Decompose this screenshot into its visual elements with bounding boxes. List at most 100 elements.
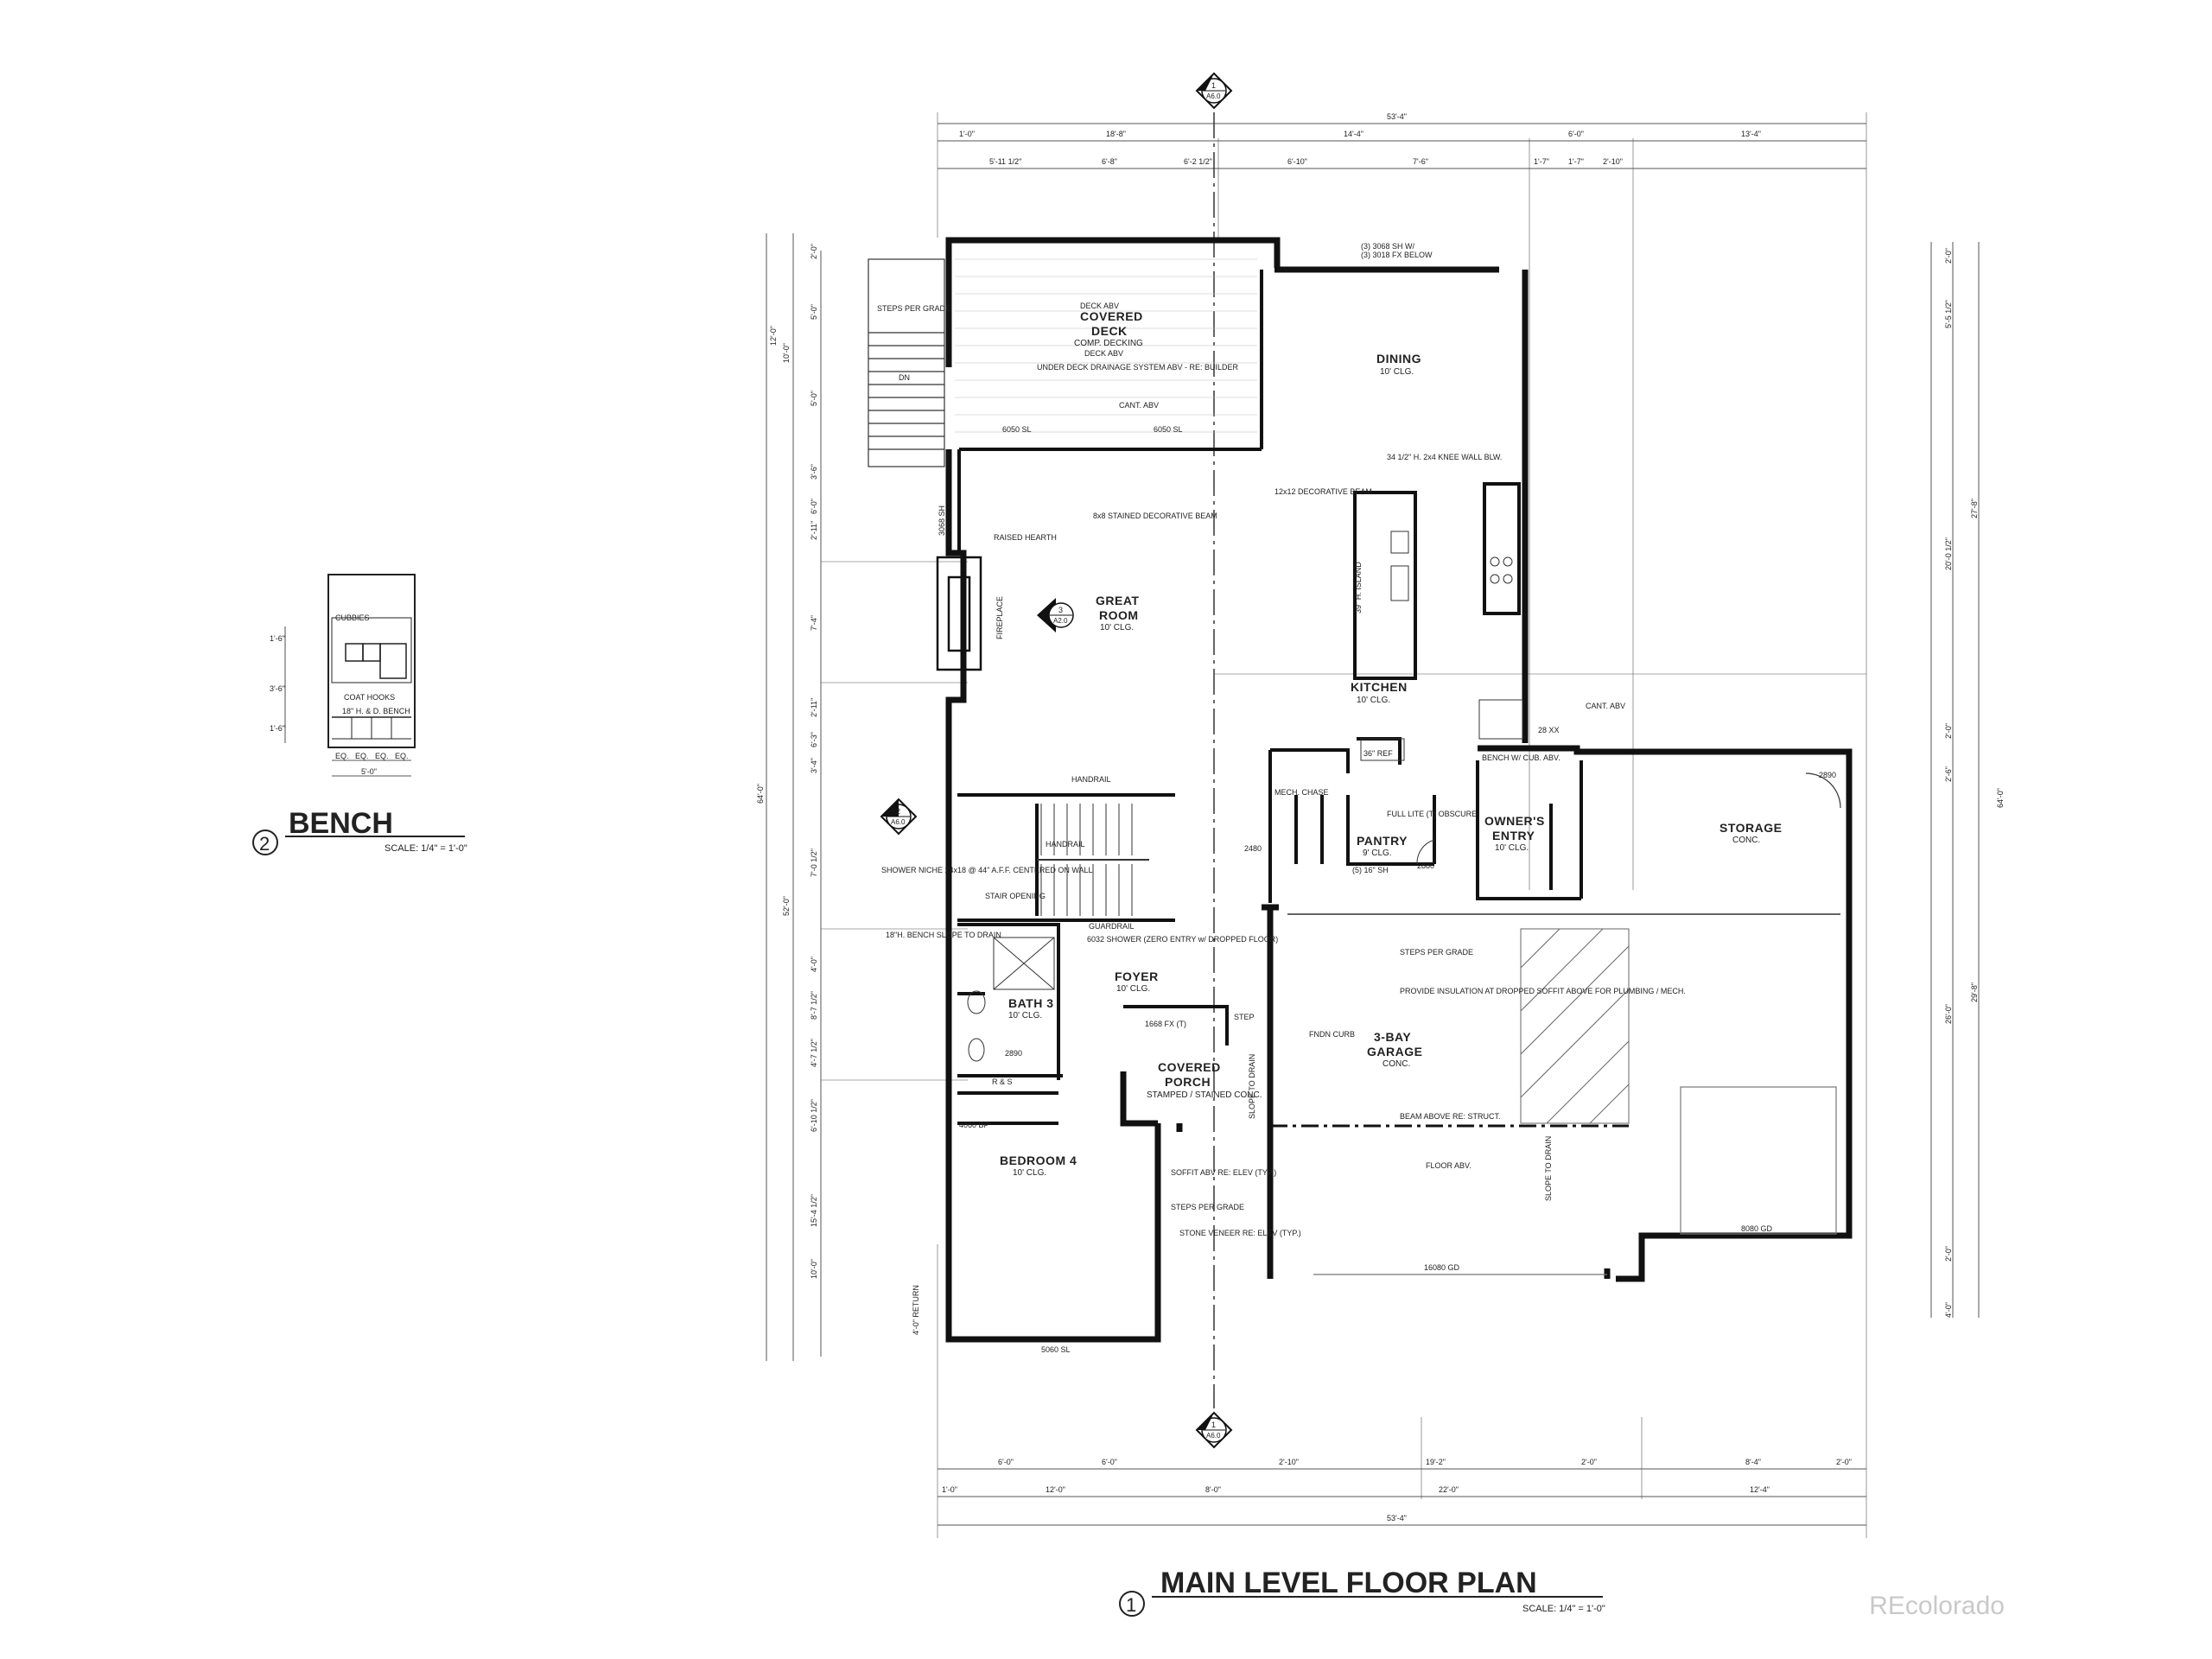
dim-bottom: 22'-0" <box>1439 1485 1459 1494</box>
note: CANT. ABV <box>1586 702 1625 710</box>
note: 2480 <box>1244 844 1262 853</box>
room-owners-entry-name: OWNER'S <box>1484 814 1545 828</box>
dim-left: 10'-0" <box>810 1259 818 1279</box>
bench-dim: 5'-0" <box>361 767 377 776</box>
section-marker-bottom: 1 A6.0 <box>1195 1411 1233 1449</box>
room-foyer-sub: 10' CLG. <box>1116 984 1150 994</box>
bench-cubbies-label: CUBBIES <box>335 613 370 622</box>
room-owners-entry-name2: ENTRY <box>1492 829 1535 842</box>
note: 39" H. ISLAND <box>1354 562 1363 613</box>
kitchen-fixtures <box>1360 531 1523 761</box>
room-pantry-name: PANTRY <box>1357 834 1408 848</box>
section-marker-interior: 3 A2.0 <box>1037 598 1074 632</box>
room-garage-name2: GARAGE <box>1367 1045 1422 1058</box>
note: 2890 <box>1005 1049 1022 1058</box>
section-marker-sheet: A6.0 <box>891 818 906 826</box>
room-covered-deck-sub: COMP. DECKING <box>1074 339 1143 348</box>
room-storage-sub: CONC. <box>1732 836 1760 845</box>
note: 4060 BP <box>959 1121 989 1129</box>
note: 4'-0" RETURN <box>912 1285 920 1335</box>
note: SHOWER NICHE 24x18 @ 44" A.F.F. CENTERED… <box>881 866 1093 874</box>
bench-title-block: 2 BENCH SCALE: 1/4" = 1'-0" <box>252 807 467 855</box>
room-kitchen-name: KITCHEN <box>1351 680 1408 694</box>
main-title-block: 1 MAIN LEVEL FLOOR PLAN SCALE: 1/4" = 1'… <box>1119 1567 1605 1617</box>
dim-top: 1'-7" <box>1534 157 1549 166</box>
main-title: MAIN LEVEL FLOOR PLAN <box>1160 1567 1537 1599</box>
note: 18"H. BENCH SLOPE TO DRAIN <box>886 931 1001 939</box>
note: PROVIDE INSULATION AT DROPPED SOFFIT ABO… <box>1400 987 1686 995</box>
dim-left: 12'-0" <box>769 326 778 346</box>
room-great-room-sub: 10' CLG. <box>1100 623 1134 632</box>
section-marker-sheet: A6.0 <box>1206 92 1221 100</box>
note: SLOPE TO DRAIN <box>1248 1054 1256 1119</box>
note: 2890 <box>1819 771 1836 779</box>
note: (3) 3018 FX BELOW <box>1361 251 1433 259</box>
room-covered-deck-name: COVERED <box>1080 309 1143 323</box>
interior-walls <box>957 270 1583 1125</box>
dim-bottom: 2'-0" <box>1581 1458 1597 1466</box>
room-covered-porch-name: COVERED <box>1158 1060 1221 1074</box>
dim-left: 7'-0 1/2" <box>810 849 818 877</box>
note: BEAM ABOVE RE: STRUCT. <box>1400 1112 1501 1121</box>
bench-dim: 1'-6" <box>270 724 285 733</box>
note: R & S <box>992 1077 1013 1086</box>
dim-top-overall: 53'-4" <box>1387 112 1407 121</box>
dims-left: 2'-0" 5'-0" 5'-0" 12'-0" 10'-0" 3'-6" 6'… <box>756 244 818 1279</box>
section-marker-sheet: A6.0 <box>1206 1432 1221 1440</box>
bench-dim: 1'-6" <box>270 634 285 643</box>
deck-boards <box>955 258 1257 433</box>
note: 3068 SH <box>938 505 946 536</box>
note: STONE VENEER RE: ELEV (TYP.) <box>1179 1229 1301 1237</box>
dim-top: 6'-0" <box>1568 130 1584 138</box>
section-marker-top: 1 A6.0 <box>1195 72 1233 110</box>
room-covered-deck-name2: DECK <box>1091 324 1128 338</box>
section-marker-number: 2 <box>896 807 900 816</box>
note: GUARDRAIL <box>1089 922 1135 931</box>
dim-top: 6'-2 1/2" <box>1184 157 1212 166</box>
note: DECK ABV <box>1080 302 1119 310</box>
note: 34 1/2" H. 2x4 KNEE WALL BLW. <box>1387 453 1502 461</box>
dim-left: 7'-4" <box>810 615 818 631</box>
note: UNDER DECK DRAINAGE SYSTEM ABV - RE: BUI… <box>1037 363 1239 372</box>
garage-door-8080 <box>1680 1086 1837 1235</box>
room-covered-porch-sub: STAMPED / STAINED CONC. <box>1147 1090 1262 1100</box>
dim-right: 2'-6" <box>1944 766 1953 782</box>
pantry-door-swing <box>1416 839 1435 865</box>
watermark: REcolorado <box>1869 1592 2005 1620</box>
bench-coat-hooks-label: COAT HOOKS <box>344 693 395 702</box>
dim-left: 2'-11" <box>810 521 818 540</box>
dim-bottom: 19'-2" <box>1426 1458 1446 1466</box>
main-scale: SCALE: 1/4" = 1'-0" <box>1522 1604 1605 1614</box>
note: SOFFIT ABV RE: ELEV (TYP.) <box>1171 1168 1276 1177</box>
note: 8080 GD <box>1741 1224 1773 1233</box>
fireplace <box>936 556 982 671</box>
dim-right: 64'-0" <box>1996 788 2005 808</box>
room-garage-sub: CONC. <box>1382 1059 1410 1069</box>
room-pantry-sub: 9' CLG. <box>1363 849 1392 858</box>
dim-right: 29'-8" <box>1970 982 1979 1002</box>
bench-dim: EQ. <box>395 752 409 760</box>
section-marker-sheet: A2.0 <box>1053 617 1068 625</box>
storage-door-swing <box>1805 772 1841 809</box>
note: STEP <box>1234 1013 1255 1021</box>
room-dining-sub: 10' CLG. <box>1380 367 1414 377</box>
dim-top: 14'-4" <box>1344 130 1363 138</box>
room-bedroom-4-sub: 10' CLG. <box>1013 1168 1046 1178</box>
note: 2880 <box>1417 861 1434 870</box>
bench-dim: EQ. <box>375 752 389 760</box>
dim-right: 27'-8" <box>1970 499 1979 518</box>
dim-top: 18'-8" <box>1106 130 1126 138</box>
bench-seat-label: 18" H. & D. BENCH <box>342 707 410 715</box>
note: 6050 SL <box>1002 425 1032 434</box>
bench-detail <box>284 574 416 777</box>
dim-left: 8'-7 1/2" <box>810 991 818 1020</box>
dim-right: 2'-0" <box>1944 723 1953 739</box>
note: STAIR OPENING <box>985 892 1046 900</box>
bench-dim: EQ. <box>355 752 369 760</box>
dim-bottom: 2'-10" <box>1279 1458 1299 1466</box>
room-bath-3-sub: 10' CLG. <box>1008 1011 1042 1020</box>
dim-top: 7'-6" <box>1413 157 1428 166</box>
dim-top: 6'-8" <box>1102 157 1117 166</box>
dim-bottom-overall: 53'-4" <box>1387 1514 1407 1522</box>
